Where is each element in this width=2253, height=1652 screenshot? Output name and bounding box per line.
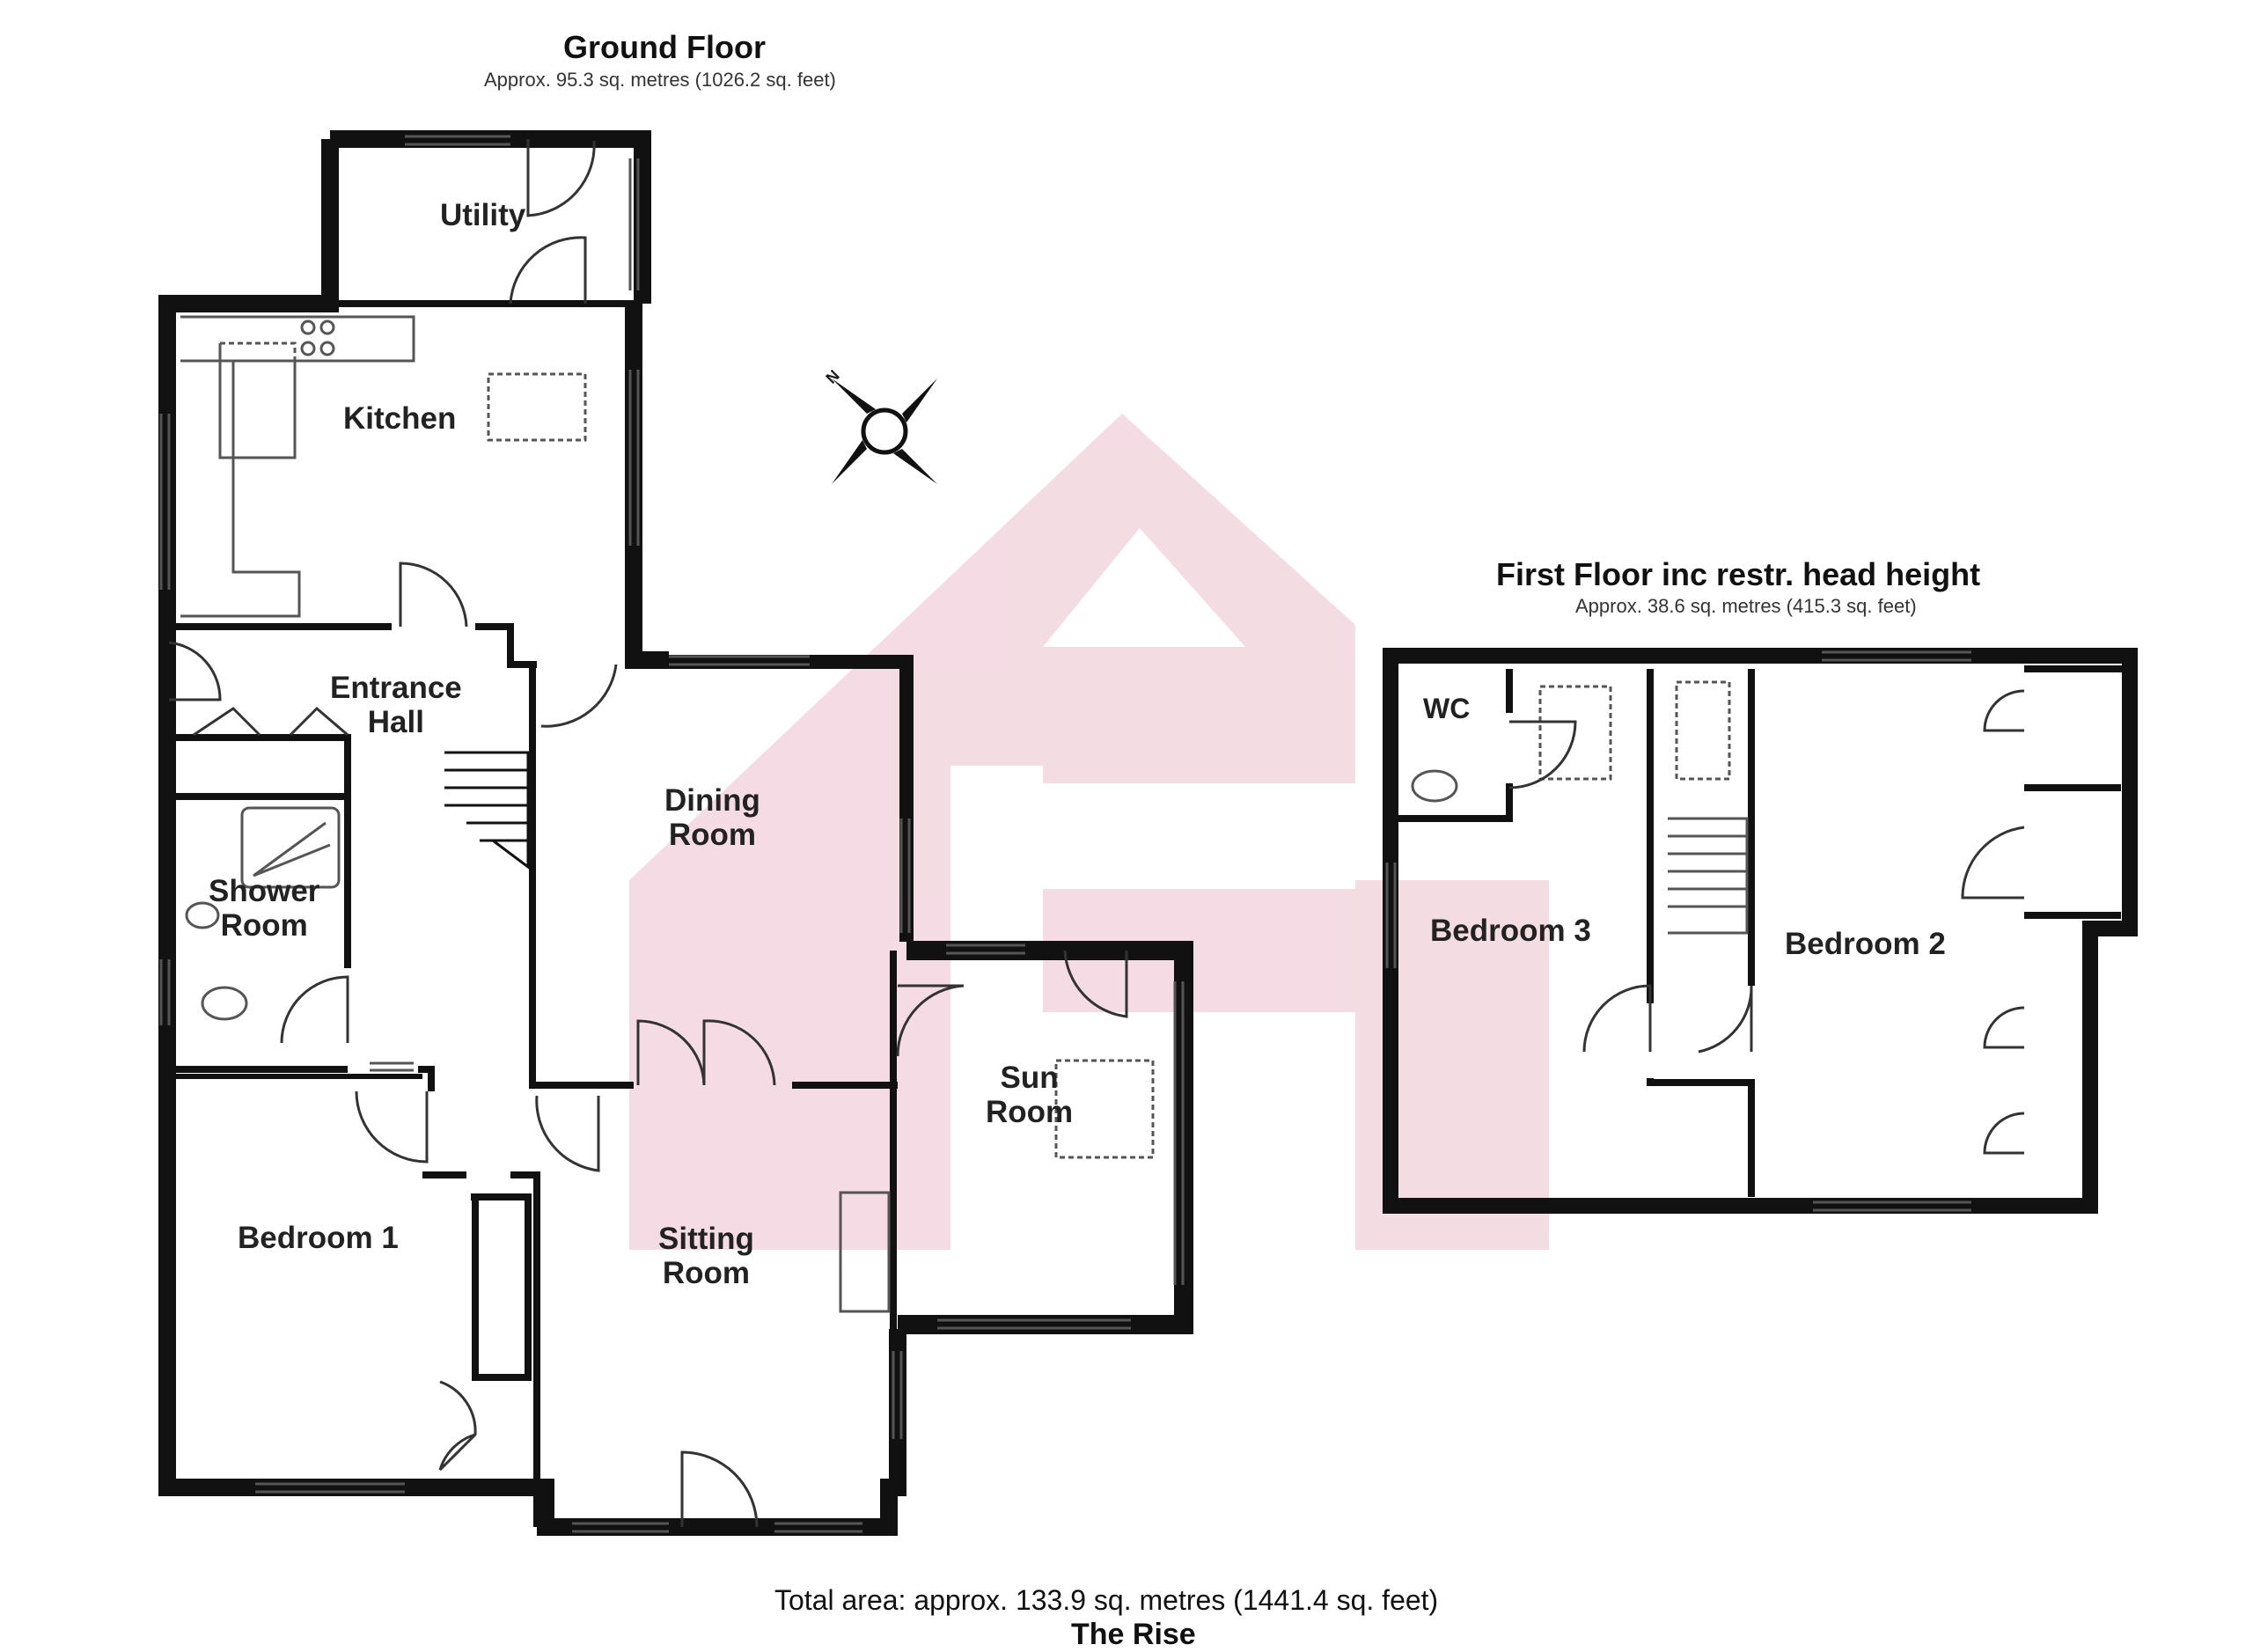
room-label-entrance-hall: Entrance Hall (330, 671, 462, 739)
property-name: The Rise (1071, 1618, 1196, 1651)
room-label-kitchen: Kitchen (343, 401, 457, 436)
room-label-bedroom-2: Bedroom 2 (1785, 927, 1946, 961)
total-area: Total area: approx. 133.9 sq. metres (14… (774, 1584, 1439, 1616)
room-label-bedroom-1: Bedroom 1 (238, 1221, 399, 1255)
compass-icon (832, 378, 937, 484)
room-label-bedroom-3: Bedroom 3 (1430, 914, 1591, 948)
room-label-sitting-room: Sitting Room (658, 1222, 754, 1290)
room-label-utility: Utility (440, 198, 526, 232)
watermark-logo (629, 414, 1549, 1250)
first-floor-title: First Floor inc restr. head height (1496, 556, 1981, 592)
room-label-wc: WC (1423, 693, 1471, 724)
room-label-shower-room: Shower Room (209, 874, 320, 943)
ground-floor-title: Ground Floor (563, 29, 766, 65)
room-label-dining-room: Dining Room (664, 783, 760, 852)
room-label-sun-room: Sun Room (986, 1061, 1074, 1129)
first-floor-plan (1383, 648, 2138, 1214)
first-floor-area: Approx. 38.6 sq. metres (415.3 sq. feet) (1575, 595, 1917, 617)
ground-floor-plan (158, 130, 1193, 1536)
ground-floor-area: Approx. 95.3 sq. metres (1026.2 sq. feet… (484, 69, 836, 91)
